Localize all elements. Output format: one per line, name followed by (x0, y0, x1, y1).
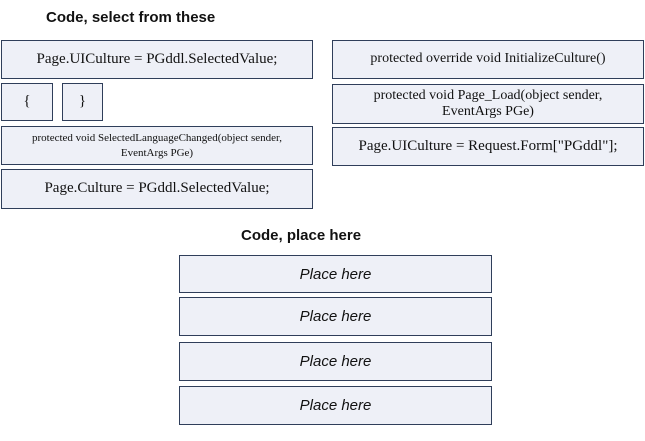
drop-slot-1[interactable]: Place here (179, 255, 492, 293)
target-heading: Code, place here (241, 227, 362, 244)
code-item-culture-selectedvalue[interactable]: Page.Culture = PGddl.SelectedValue; (1, 169, 313, 209)
code-item-selectedlanguagechanged[interactable]: protected void SelectedLanguageChanged(o… (1, 126, 313, 165)
code-item-open-brace[interactable]: { (1, 83, 53, 121)
drop-slot-4[interactable]: Place here (179, 386, 492, 425)
drop-slot-3[interactable]: Place here (179, 342, 492, 381)
code-item-page-load[interactable]: protected void Page_Load(object sender, … (332, 84, 644, 124)
code-item-uiculture-request-form[interactable]: Page.UICulture = Request.Form["PGddl"]; (332, 127, 644, 166)
code-item-uiculture-selectedvalue[interactable]: Page.UICulture = PGddl.SelectedValue; (1, 40, 313, 79)
code-item-close-brace[interactable]: } (62, 83, 103, 121)
drop-slot-2[interactable]: Place here (179, 297, 492, 336)
source-heading: Code, select from these (46, 9, 216, 26)
code-item-initializeculture[interactable]: protected override void InitializeCultur… (332, 40, 644, 79)
